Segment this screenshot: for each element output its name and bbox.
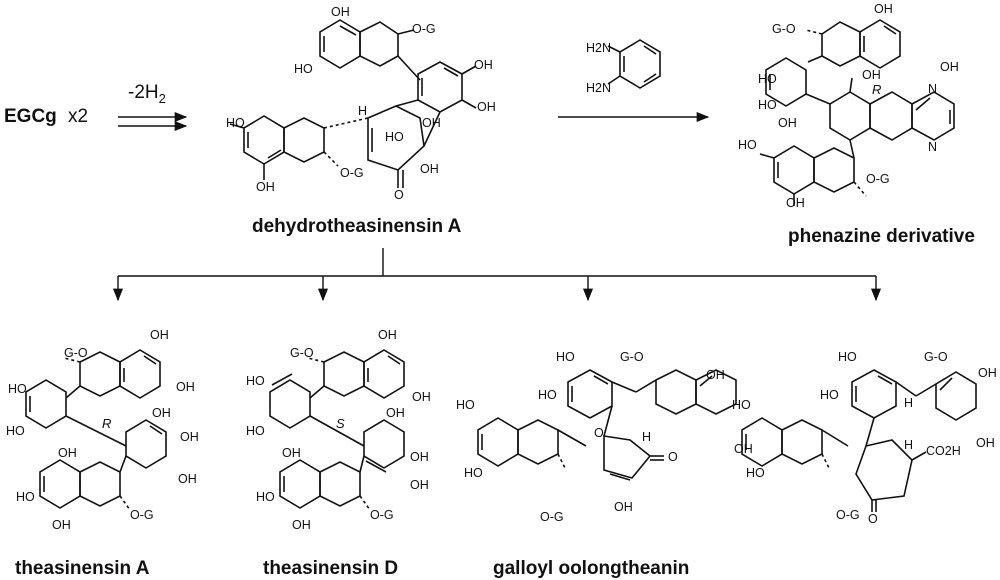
- atom-label: HO: [226, 116, 245, 130]
- structure-theasinensin-a: [25, 349, 167, 511]
- reagent-amine-1: H2N: [586, 41, 612, 55]
- atom-label: OH: [282, 446, 301, 460]
- atom-label: OH: [614, 500, 633, 514]
- atom-label: OH: [58, 446, 77, 460]
- atom-label: O-G: [866, 172, 890, 186]
- atom-label: OH: [386, 406, 405, 420]
- atom-label: HO: [8, 382, 27, 396]
- atom-label: O: [594, 426, 604, 440]
- atom-label: OH: [152, 406, 171, 420]
- compound-name-theasinensin-a: theasinensin A: [15, 558, 150, 579]
- reaction-arrows: [112, 111, 882, 302]
- atom-label: O-G: [412, 22, 436, 36]
- atom-label: OH: [940, 60, 959, 74]
- atom-label: HO: [758, 98, 777, 112]
- atom-label: O: [394, 188, 404, 202]
- stereo-derivative: R: [872, 82, 882, 97]
- atom-label: OH: [706, 368, 725, 382]
- atom-label: OH: [474, 58, 493, 72]
- compound-name-derivative: phenazine derivative: [788, 226, 975, 247]
- atom-label: OH: [778, 116, 797, 130]
- structure-galloyl-oolongtheanin: [477, 369, 737, 481]
- structure-unnamed-product: [741, 369, 977, 512]
- atom-label: O: [868, 512, 878, 526]
- step-condition-subscript: 2: [158, 90, 166, 106]
- atom-label: OH: [178, 472, 197, 486]
- atom-label: OH: [256, 180, 275, 194]
- atom-label: N: [928, 82, 938, 96]
- atom-label: G-O: [772, 22, 796, 36]
- atom-label: HO: [246, 374, 265, 388]
- compound-name-galloyl-oolongtheanin: galloyl oolongtheanin: [493, 558, 690, 579]
- stereo-theasinensin-a: R: [102, 416, 112, 431]
- atom-label: O-G: [130, 508, 154, 522]
- atom-label: HO: [256, 490, 275, 504]
- atom-label: HO: [246, 424, 265, 438]
- stereo-theasinensin-d: S: [336, 416, 345, 431]
- atom-label: H: [642, 430, 652, 444]
- reactant-multiplier: x2: [68, 106, 89, 127]
- atom-label: OH: [477, 100, 496, 114]
- atom-label: HO: [464, 466, 483, 480]
- atom-label: OH: [734, 442, 753, 456]
- atom-label: OH: [420, 162, 439, 176]
- atom-label: HO: [738, 138, 757, 152]
- atom-label: HO: [838, 350, 857, 364]
- structure-theasinensin-d: [269, 349, 405, 511]
- atom-label: O-G: [370, 508, 394, 522]
- atom-label: OH: [412, 390, 431, 404]
- atom-label: OH: [410, 478, 429, 492]
- atom-label: HO: [16, 490, 35, 504]
- atom-label: HO: [6, 424, 25, 438]
- atom-label: H: [904, 438, 914, 452]
- atom-label: OH: [976, 436, 995, 450]
- atom-label: OH: [874, 2, 893, 16]
- step-condition: -2H2: [128, 82, 166, 106]
- reagent-amine-2: H2N: [586, 81, 612, 95]
- atom-label: OH: [378, 328, 397, 342]
- atom-label: O-G: [836, 508, 860, 522]
- reagent-structure: [607, 39, 661, 89]
- atom-label: G-O: [620, 350, 644, 364]
- atom-label: HO: [746, 466, 765, 480]
- atom-label: O-G: [340, 166, 364, 180]
- atom-label: G-O: [290, 346, 314, 360]
- atom-label: HO: [538, 388, 557, 402]
- atom-label: HO: [294, 62, 313, 76]
- step-condition-main: -2H: [128, 82, 159, 103]
- atom-label: H: [904, 396, 914, 410]
- compound-name-intermediate: dehydrotheasinensin A: [252, 216, 462, 237]
- atom-label: HO: [385, 130, 404, 144]
- atom-label: HO: [556, 350, 575, 364]
- atom-label: H: [358, 104, 368, 118]
- atom-label: OH: [331, 5, 350, 19]
- atom-label: HO: [732, 398, 751, 412]
- atom-label: OH: [786, 196, 805, 210]
- structure-phenazine-derivative: [759, 19, 955, 206]
- compound-name-theasinensin-d: theasinensin D: [263, 558, 399, 579]
- atom-label: OH: [422, 116, 441, 130]
- atom-label: N: [928, 140, 938, 154]
- atom-label: OH: [862, 68, 881, 82]
- atom-label: OH: [150, 328, 169, 342]
- atom-label: O-G: [540, 510, 564, 524]
- atom-label: OH: [52, 518, 71, 532]
- atom-label: OH: [176, 380, 195, 394]
- atom-label: OH: [978, 366, 997, 380]
- atom-label: OH: [180, 430, 199, 444]
- atom-label: HO: [456, 398, 475, 412]
- reactant-name: EGCg: [4, 106, 57, 127]
- atom-label: OH: [410, 450, 429, 464]
- atom-label: O: [668, 450, 678, 464]
- atom-label: CO2H: [926, 444, 961, 458]
- atom-label: HO: [758, 72, 777, 86]
- atom-label: OH: [292, 518, 311, 532]
- atom-label: HO: [820, 388, 839, 402]
- atom-label: G-O: [64, 346, 88, 360]
- atom-label: G-O: [924, 350, 948, 364]
- structure-dehydrotheasinensin-a: [229, 19, 477, 188]
